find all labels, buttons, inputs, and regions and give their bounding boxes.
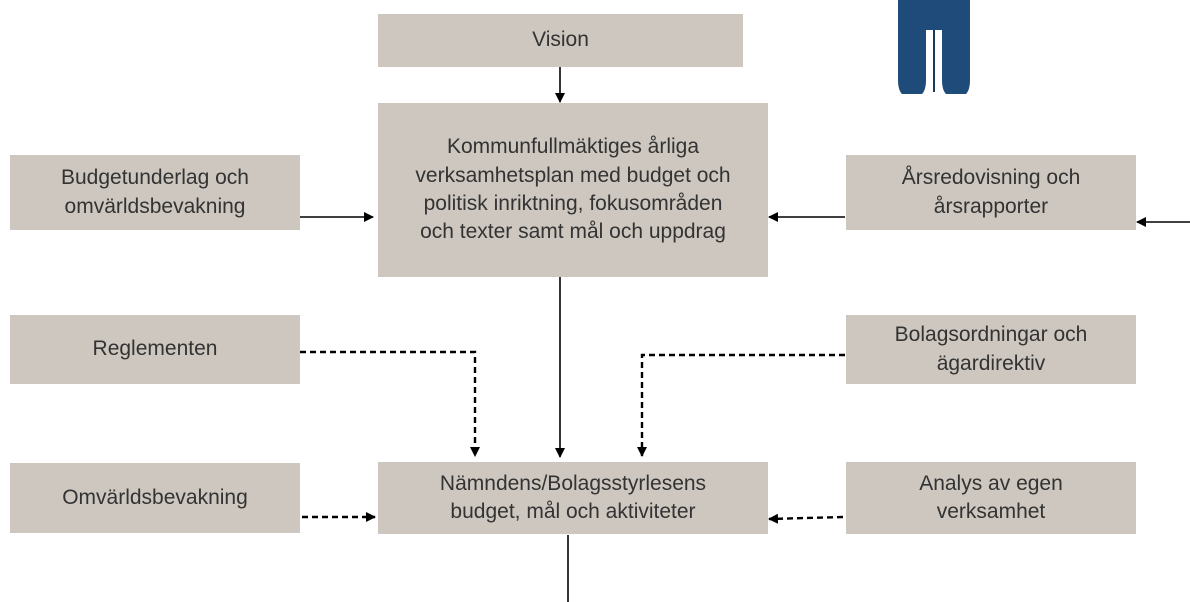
bolagsordningar-line: Bolagsordningar och [894, 323, 1088, 347]
budgetunderlag-box: Budgetunderlag och omvärldsbevakning [10, 155, 300, 230]
analys-line: Analys av egen [919, 471, 1063, 495]
dashed-arrow-reglementen-to-namnd [300, 350, 480, 457]
vision-line: Vision [532, 28, 589, 52]
vision-box: Vision [378, 14, 743, 67]
arsredovisning-box: Årsredovisning och årsrapporter [846, 155, 1136, 230]
plan-lines: Kommunfullmäktiges årliga verksamhetspla… [415, 133, 730, 246]
bolagsordningar-box: Bolagsordningar och ägardirektiv [846, 315, 1136, 384]
analys-line: verksamhet [936, 500, 1046, 523]
arsredovisning-line: årsrapporter [933, 194, 1049, 218]
omvarldsbevakning-box: Omvärldsbevakning [10, 463, 300, 533]
analys-lines: Analys av egen verksamhet [919, 470, 1063, 527]
dashed-arrow-analys-to-namnd [768, 513, 844, 524]
budgetunderlag-line: omvärldsbevakning [64, 194, 246, 218]
reglementen-box: Reglementen [10, 315, 300, 384]
dashed-arrow-bolagsordningar-to-namnd [637, 353, 845, 457]
omvarldsbevakning-line: Omvärldsbevakning [62, 485, 248, 509]
namnd-line: Nämndens/Bolagsstyrlesens [439, 471, 707, 495]
bolagsordningar-lines: Bolagsordningar och ägardirektiv [895, 321, 1088, 378]
vision-lines: Vision [532, 26, 589, 54]
arsredovisning-lines: Årsredovisning och årsrapporter [902, 164, 1081, 221]
bolagsordningar-line: ägardirektiv [936, 351, 1046, 375]
omvarldsbevakning-lines: Omvärldsbevakning [62, 484, 248, 512]
analys-box: Analys av egen verksamhet [846, 462, 1136, 534]
reglementen-line: Reglementen [92, 337, 218, 361]
namnd-box: Nämndens/Bolagsstyrlesens budget, mål oc… [378, 462, 768, 534]
arsredovisning-line: Årsredovisning och [901, 166, 1081, 190]
reglementen-lines: Reglementen [93, 335, 218, 363]
plan-box: Kommunfullmäktiges årliga verksamhetspla… [378, 103, 768, 277]
plan-line: politisk inriktning, fokusområden [423, 192, 723, 215]
budgetunderlag-lines: Budgetunderlag och omvärldsbevakning [61, 164, 249, 221]
namnd-line: budget, mål och aktiviteter [450, 500, 696, 523]
namnd-lines: Nämndens/Bolagsstyrlesens budget, mål oc… [440, 470, 706, 527]
budgetunderlag-line: Budgetunderlag och [61, 166, 249, 190]
plan-line: och texter samt mål och uppdrag [420, 220, 726, 244]
plan-line: Kommunfullmäktiges årliga [446, 135, 700, 159]
plan-line: verksamhetsplan med budget och [415, 163, 731, 187]
person-figure-icon [898, 0, 970, 94]
